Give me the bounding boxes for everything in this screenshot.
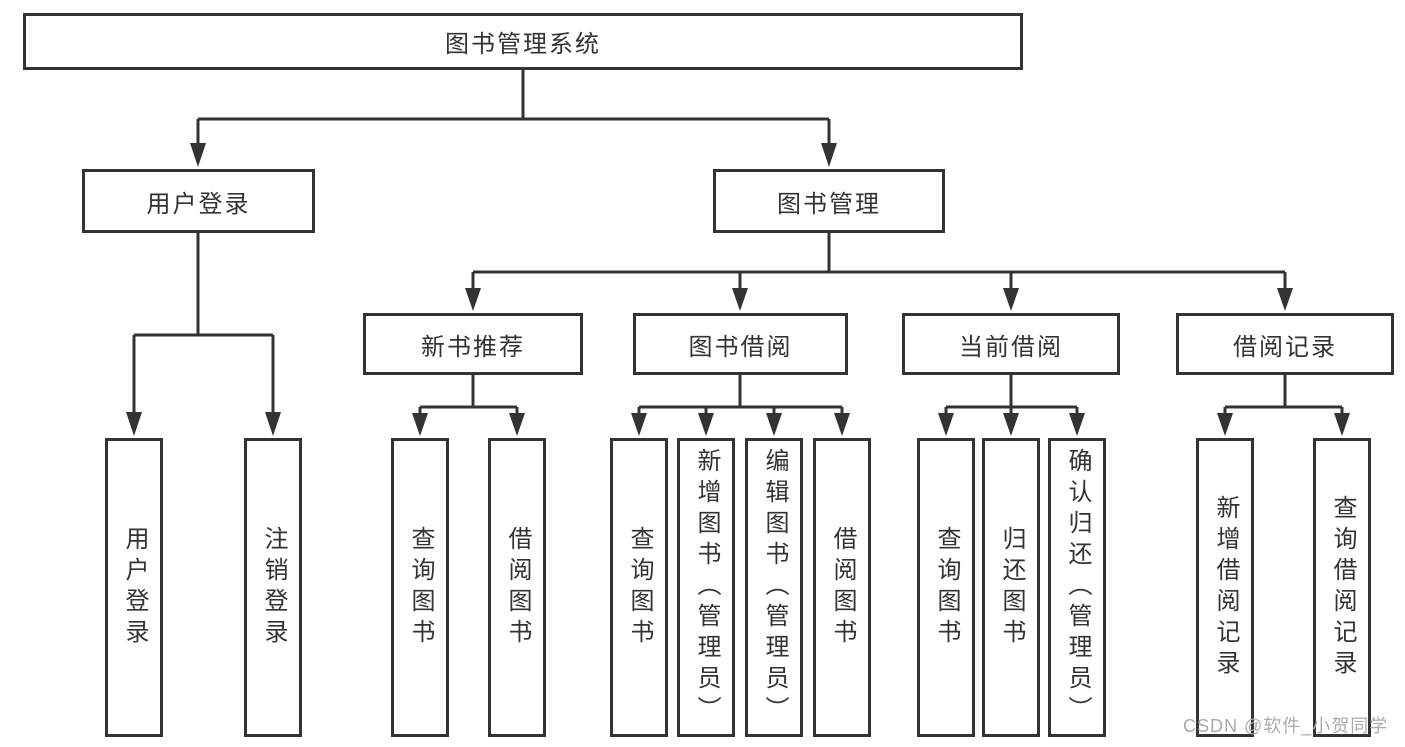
arrow-down-icon	[465, 288, 481, 311]
node-current-borrow: 当前借阅	[902, 313, 1120, 375]
arrow-down-icon	[698, 413, 714, 436]
arrow-down-icon	[190, 143, 206, 167]
leaf-edit-book-admin: 编辑图书（管理员）	[745, 438, 803, 737]
leaf-add-book-admin: 新增图书（管理员）	[677, 438, 735, 737]
arrow-down-icon	[821, 143, 837, 167]
watermark: CSDN @软件_小贺同学	[1183, 716, 1389, 736]
arrow-down-icon	[265, 412, 281, 436]
leaf-return-book: 归还图书	[982, 438, 1040, 737]
node-label: 新书推荐	[421, 333, 525, 361]
connector-root-to-level2	[196, 70, 831, 146]
node-label: 确认归还（管理员）	[1064, 448, 1091, 727]
node-book-borrow: 图书借阅	[633, 313, 848, 375]
node-new-book-recommend: 新书推荐	[363, 313, 583, 375]
node-label: 注销登录	[260, 525, 287, 650]
node-label: 用户登录	[146, 190, 251, 218]
arrow-down-icon	[1334, 413, 1350, 436]
node-label: 归还图书	[998, 525, 1025, 650]
arrow-down-icon	[732, 288, 748, 311]
connector-borrow-records-children	[1223, 375, 1344, 415]
arrow-down-icon	[631, 413, 647, 436]
node-borrow-records: 借阅记录	[1176, 313, 1394, 375]
arrow-down-icon	[1003, 413, 1019, 436]
arrow-down-icon	[126, 412, 142, 436]
node-root-system: 图书管理系统	[23, 13, 1023, 70]
arrow-down-icon	[1003, 288, 1019, 311]
arrowheads	[126, 143, 1350, 436]
arrow-down-icon	[1217, 413, 1233, 436]
node-label: 借阅图书	[504, 525, 531, 650]
node-book-management: 图书管理	[713, 169, 945, 233]
arrow-down-icon	[509, 413, 525, 436]
node-label: 图书借阅	[688, 333, 793, 361]
leaf-borrow-books: 借阅图书	[813, 438, 871, 737]
connector-current-borrow-children	[944, 375, 1079, 415]
node-label: 新增借阅记录	[1212, 494, 1239, 681]
connector-user-login-children	[132, 233, 275, 415]
leaf-query-books-current: 查询图书	[917, 438, 975, 737]
node-label: 用户登录	[121, 525, 148, 650]
node-label: 查询图书	[407, 525, 434, 650]
arrow-down-icon	[938, 413, 954, 436]
node-label: 图书管理系统	[445, 31, 601, 58]
node-label: 查询借阅记录	[1329, 494, 1356, 681]
connector-new-book-children	[418, 375, 519, 415]
node-label: 图书管理	[777, 190, 881, 218]
leaf-query-borrow-record: 查询借阅记录	[1313, 438, 1371, 737]
leaf-add-borrow-record: 新增借阅记录	[1196, 438, 1254, 737]
arrow-down-icon	[1277, 288, 1293, 311]
leaf-confirm-return-admin: 确认归还（管理员）	[1048, 438, 1106, 737]
node-label: 查询图书	[933, 525, 960, 650]
node-label: 当前借阅	[959, 333, 1063, 361]
node-label: 借阅图书	[829, 525, 856, 650]
leaf-query-books-borrow: 查询图书	[610, 438, 668, 737]
leaf-query-books-recommend: 查询图书	[391, 438, 449, 737]
connector-book-management-children	[471, 232, 1287, 290]
node-user-login: 用户登录	[82, 169, 315, 233]
connector-book-borrow-children	[637, 375, 844, 415]
node-label: 新增图书（管理员）	[693, 448, 720, 727]
leaf-borrow-books-recommend: 借阅图书	[488, 438, 546, 737]
node-label: 查询图书	[626, 525, 653, 650]
arrow-down-icon	[834, 413, 850, 436]
arrow-down-icon	[412, 413, 428, 436]
node-label: 借阅记录	[1233, 333, 1337, 361]
leaf-logout: 注销登录	[244, 438, 302, 737]
arrow-down-icon	[766, 413, 782, 436]
node-label: 编辑图书（管理员）	[761, 448, 788, 727]
arrow-down-icon	[1069, 413, 1085, 436]
leaf-user-login: 用户登录	[105, 438, 163, 737]
